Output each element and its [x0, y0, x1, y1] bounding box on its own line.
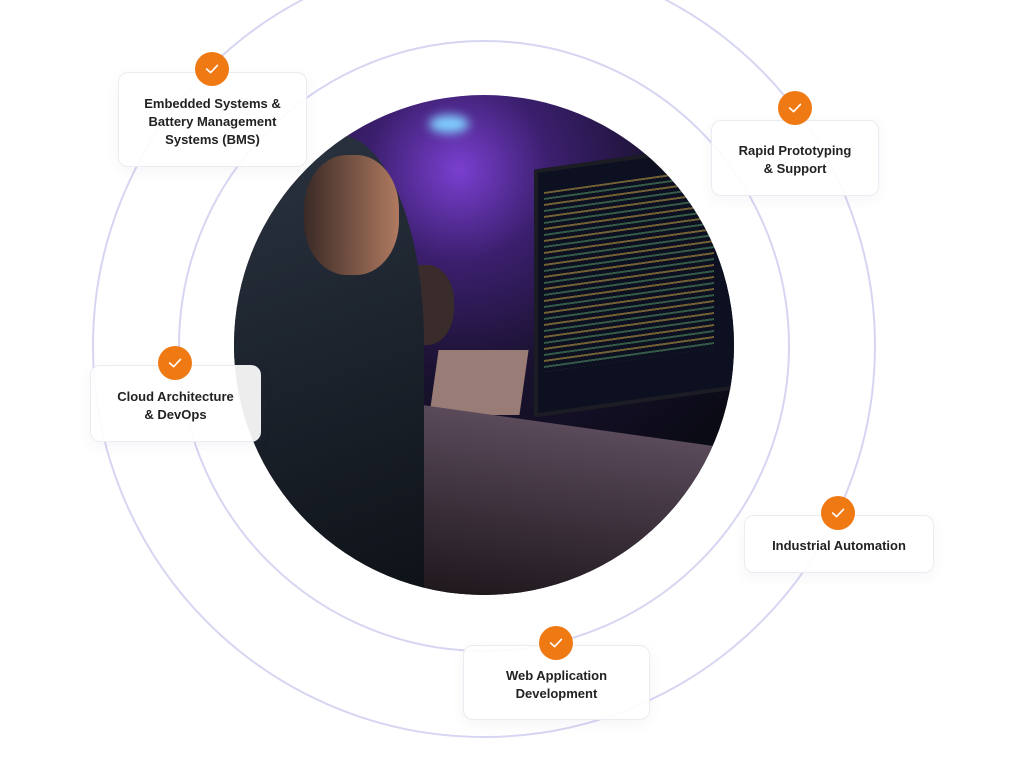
check-icon [539, 626, 573, 660]
service-card-rapid-prototyping: Rapid Prototyping & Support [711, 120, 879, 196]
check-icon [158, 346, 192, 380]
check-icon [195, 52, 229, 86]
code-on-screen [544, 168, 714, 372]
service-label: Cloud Architecture & DevOps [117, 388, 234, 422]
developer-face [304, 155, 399, 275]
service-label: Embedded Systems & Battery Management Sy… [144, 95, 281, 147]
service-label: Rapid Prototyping & Support [738, 143, 852, 176]
laptop [429, 350, 529, 415]
developer-photo [234, 95, 734, 595]
service-label: Web Application Development [505, 667, 608, 701]
check-icon [821, 496, 855, 530]
service-card-cloud-architecture: Cloud Architecture & DevOps [90, 365, 261, 442]
check-icon [778, 91, 812, 125]
service-card-embedded-systems: Embedded Systems & Battery Management Sy… [118, 72, 307, 167]
service-label: Industrial Automation [772, 538, 906, 553]
ceiling-light [429, 115, 469, 133]
service-card-industrial-automation: Industrial Automation [744, 515, 934, 573]
